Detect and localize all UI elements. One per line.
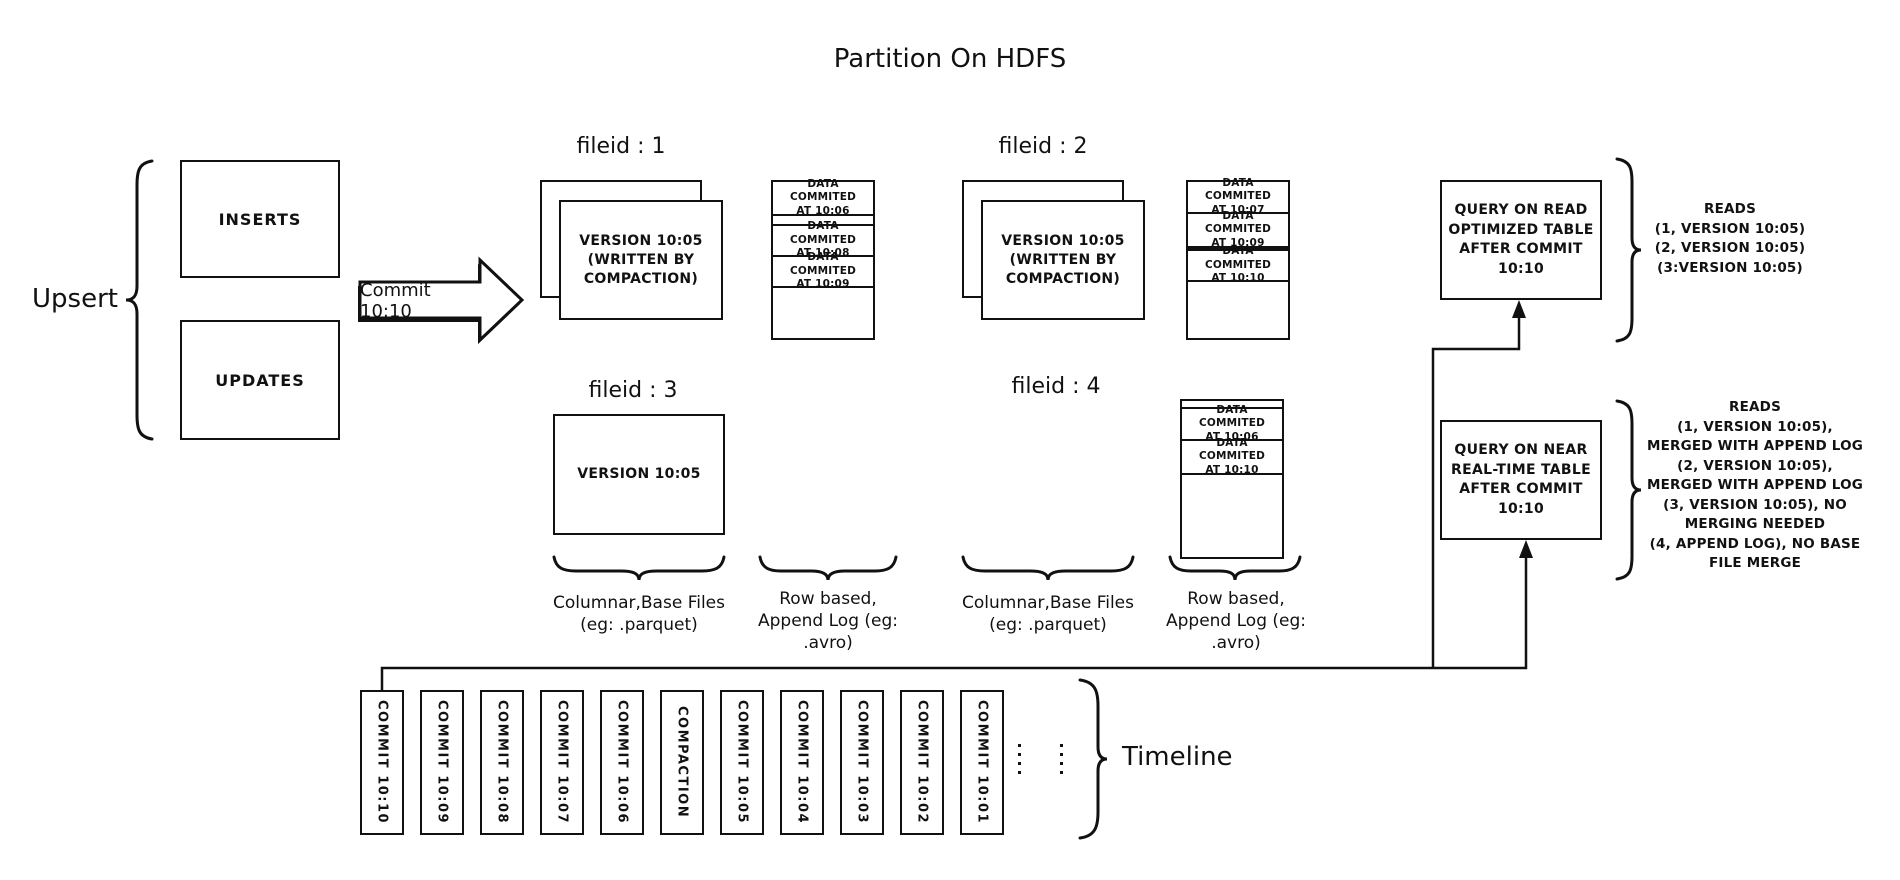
timeline-commit-box: COMMIT 10:01 <box>960 690 1004 835</box>
columnar-caption-2: Columnar,Base Files (eg: .parquet) <box>961 593 1135 635</box>
reads-brace-2 <box>1615 399 1642 581</box>
arrow-up-icon <box>1519 540 1533 558</box>
timeline-commit-box: COMMIT 10:03 <box>840 690 884 835</box>
log-empty-space <box>773 288 873 338</box>
timeline-commit-label: COMMIT 10:03 <box>854 700 870 825</box>
fileid-1-label: fileid : 1 <box>576 134 666 159</box>
log-gap <box>1182 401 1282 409</box>
timeline-commit-box: COMMIT 10:07 <box>540 690 584 835</box>
timeline-ellipsis-icon <box>1018 744 1021 776</box>
columnar-brace-2 <box>961 555 1135 581</box>
fileid-1-base-front: VERSION 10:05 (WRITTEN BY COMPACTION) <box>559 200 723 320</box>
timeline-row: COMMIT 10:10 COMMIT 10:09 COMMIT 10:08 C… <box>360 690 1004 835</box>
timeline-commit-label: COMMIT 10:08 <box>494 700 510 825</box>
timeline-commit-label: COMMIT 10:06 <box>614 700 630 825</box>
log-empty-space <box>1188 282 1288 338</box>
fileid-4-log: DATA COMMITED AT 10:06 DATA COMMITED AT … <box>1180 399 1284 559</box>
query-read-optimized-box: QUERY ON READ OPTIMIZED TABLE AFTER COMM… <box>1440 180 1602 300</box>
timeline-commit-box: COMMIT 10:06 <box>600 690 644 835</box>
commit-arrow-icon <box>358 256 525 344</box>
columnar-brace-1 <box>552 555 726 581</box>
log-entry: DATA COMMITED AT 10:06 <box>773 178 873 217</box>
arrow-up-icon <box>1512 300 1526 318</box>
log-gap <box>773 216 873 226</box>
timeline-compaction-box: COMPACTION <box>660 690 704 835</box>
page-title: Partition On HDFS <box>833 44 1067 74</box>
timeline-commit-label: COMMIT 10:07 <box>554 700 570 825</box>
rowbased-caption-2: Row based, Append Log (eg: .avro) <box>1165 589 1307 653</box>
timeline-commit-box: COMMIT 10:04 <box>780 690 824 835</box>
updates-box: UPDATES <box>180 320 340 440</box>
timeline-commit-box: COMMIT 10:09 <box>420 690 464 835</box>
fileid-1-log: DATA COMMITED AT 10:06 DATA COMMITED AT … <box>771 178 875 340</box>
log-entry: DATA COMMITED AT 10:10 <box>1182 437 1282 476</box>
inserts-box: INSERTS <box>180 160 340 278</box>
timeline-label: Timeline <box>1122 742 1233 772</box>
rowbased-brace-2 <box>1168 555 1302 581</box>
reads-near-realtime: READS (1, VERSION 10:05), MERGED WITH AP… <box>1646 399 1864 571</box>
fileid-2-base-front: VERSION 10:05 (WRITTEN BY COMPACTION) <box>981 200 1145 320</box>
timeline-commit-label: COMMIT 10:09 <box>434 700 450 825</box>
timeline-commit-box: COMMIT 10:05 <box>720 690 764 835</box>
timeline-compaction-label: COMPACTION <box>674 706 690 819</box>
fileid-4-label: fileid : 4 <box>1011 374 1101 399</box>
timeline-ellipsis-icon <box>1060 744 1063 776</box>
query-near-realtime-box: QUERY ON NEAR REAL-TIME TABLE AFTER COMM… <box>1440 420 1602 540</box>
fileid-2-label: fileid : 2 <box>998 134 1088 159</box>
rowbased-caption-1: Row based, Append Log (eg: .avro) <box>757 589 899 653</box>
timeline-commit-box: COMMIT 10:08 <box>480 690 524 835</box>
reads-read-optimized: READS (1, VERSION 10:05) (2, VERSION 10:… <box>1654 201 1806 276</box>
log-entry: DATA COMMITED AT 10:08 <box>773 220 873 259</box>
columnar-caption-1: Columnar,Base Files (eg: .parquet) <box>552 593 726 635</box>
fileid-3-label: fileid : 3 <box>588 378 678 403</box>
timeline-commit-label: COMMIT 10:04 <box>794 700 810 825</box>
upsert-label: Upsert <box>32 284 118 314</box>
log-entry: DATA COMMITED AT 10:06 <box>1182 404 1282 443</box>
commit-arrow-label: Commit 10:10 <box>360 280 431 322</box>
log-entry: DATA COMMITED AT 10:10 <box>1188 245 1288 284</box>
timeline-commit-box: COMMIT 10:10 <box>360 690 404 835</box>
timeline-commit-label: COMMIT 10:01 <box>974 700 990 825</box>
log-entry: DATA COMMITED AT 10:09 <box>1188 210 1288 251</box>
fileid-2-log: DATA COMMITED AT 10:07 DATA COMMITED AT … <box>1186 177 1290 340</box>
log-empty-space <box>1182 475 1282 557</box>
timeline-commit-label: COMMIT 10:05 <box>734 700 750 825</box>
timeline-commit-box: COMMIT 10:02 <box>900 690 944 835</box>
fileid-3-base: VERSION 10:05 <box>553 414 725 535</box>
reads-brace-1 <box>1615 157 1642 343</box>
log-entry: DATA COMMITED AT 10:09 <box>773 251 873 290</box>
upsert-brace <box>125 159 154 441</box>
log-entry: DATA COMMITED AT 10:07 <box>1188 177 1288 216</box>
rowbased-brace-1 <box>758 555 898 581</box>
timeline-commit-label: COMMIT 10:02 <box>914 700 930 825</box>
timeline-commit-label: COMMIT 10:10 <box>374 700 390 825</box>
timeline-brace <box>1078 678 1108 840</box>
